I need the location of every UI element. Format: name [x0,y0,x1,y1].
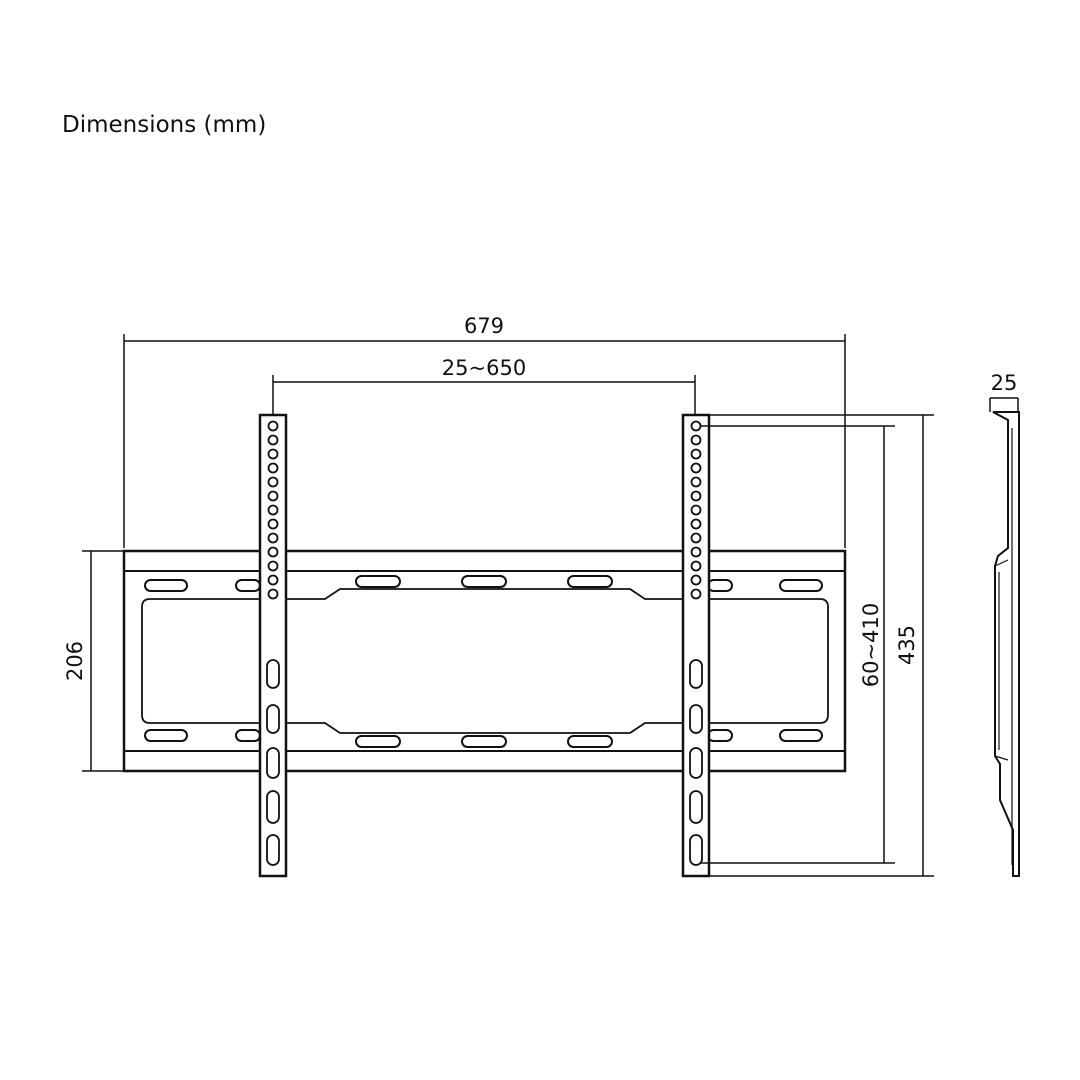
plate-height-label: 206 [63,641,87,681]
hole-range-dimension: 60~410 [700,425,895,864]
rail-spacing-dimension: 25~650 [272,356,696,420]
plate-height-dimension: 206 [63,550,124,772]
rail-spacing-label: 25~650 [442,356,526,380]
hole-range-label: 60~410 [859,603,883,687]
right-rail [681,413,711,878]
height-label: 435 [895,625,919,665]
wall-plate [122,549,847,773]
left-rail-holes [267,420,279,600]
page-title: Dimensions (mm) [62,112,267,138]
plate-slots-top [144,575,823,592]
width-label: 679 [464,314,504,338]
width-dimension: 679 [123,314,846,548]
right-rail-slots [689,659,703,866]
left-rail [258,413,288,878]
left-rail-slots [266,659,280,866]
side-profile-view: 25 [989,371,1020,877]
height-dimension: 435 [700,414,934,877]
depth-label: 25 [991,371,1018,395]
right-rail-holes [690,420,702,600]
